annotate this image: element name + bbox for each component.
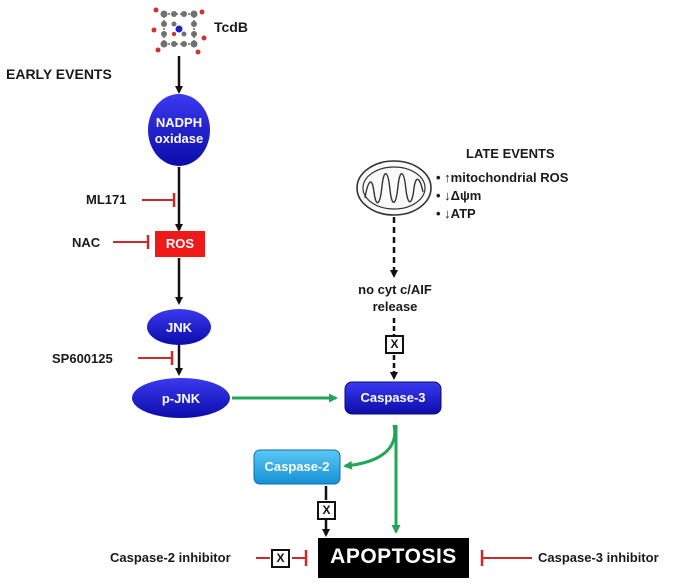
late-events-list: • ↑mitochondrial ROS • ↓Δψm • ↓ATP [436,169,568,223]
nadph-line2: oxidase [154,131,204,146]
nadph-oxidase-node [148,94,210,166]
caspase2-inhibitor-label: Caspase-2 inhibitor [110,550,231,565]
ros-label: ROS [165,236,195,251]
tcdb-molecule-icon [151,7,207,55]
arrow-caspase3-to-caspase2 [343,424,397,470]
late-event-item: • ↓ATP [436,206,476,221]
caspase3-node [344,381,442,415]
caspase3-label: Caspase-3 [360,390,426,405]
caspase2-label: Caspase-2 [264,459,330,474]
early-events-heading: EARLY EVENTS [6,66,112,82]
jnk-label: JNK [165,320,192,335]
ros-node [155,231,205,257]
block-mark-caspase2-inhibitor: X [271,549,290,568]
block-mark-caspase2: X [317,501,336,520]
late-event-item: • ↑mitochondrial ROS [436,170,569,185]
pjnk-label: p-JNK [161,391,201,406]
nac-label: NAC [72,235,101,250]
ml171-label: ML171 [86,192,127,207]
release-line1: no cyt c/AIF [358,282,432,297]
late-event-item: • ↓Δψm [436,188,482,203]
pjnk-node [132,378,230,418]
late-events-heading: LATE EVENTS [466,146,555,161]
caspase3-inhibitor-label: Caspase-3 inhibitor [538,550,659,565]
block-mark-release: X [385,335,404,354]
nadph-line1: NADPH [155,115,203,130]
apoptosis-node [318,538,469,578]
mitochondrion-icon [356,160,432,216]
nadph-oxidase-label: NADPH oxidase [148,115,210,147]
apoptosis-label: APOPTOSIS [330,545,457,568]
release-label: no cyt c/AIF release [350,281,440,315]
jnk-node [147,309,211,345]
tcdb-label: TcdB [214,19,248,35]
sp600125-label: SP600125 [52,351,113,366]
caspase2-node [253,449,341,485]
release-line2: release [372,299,418,314]
